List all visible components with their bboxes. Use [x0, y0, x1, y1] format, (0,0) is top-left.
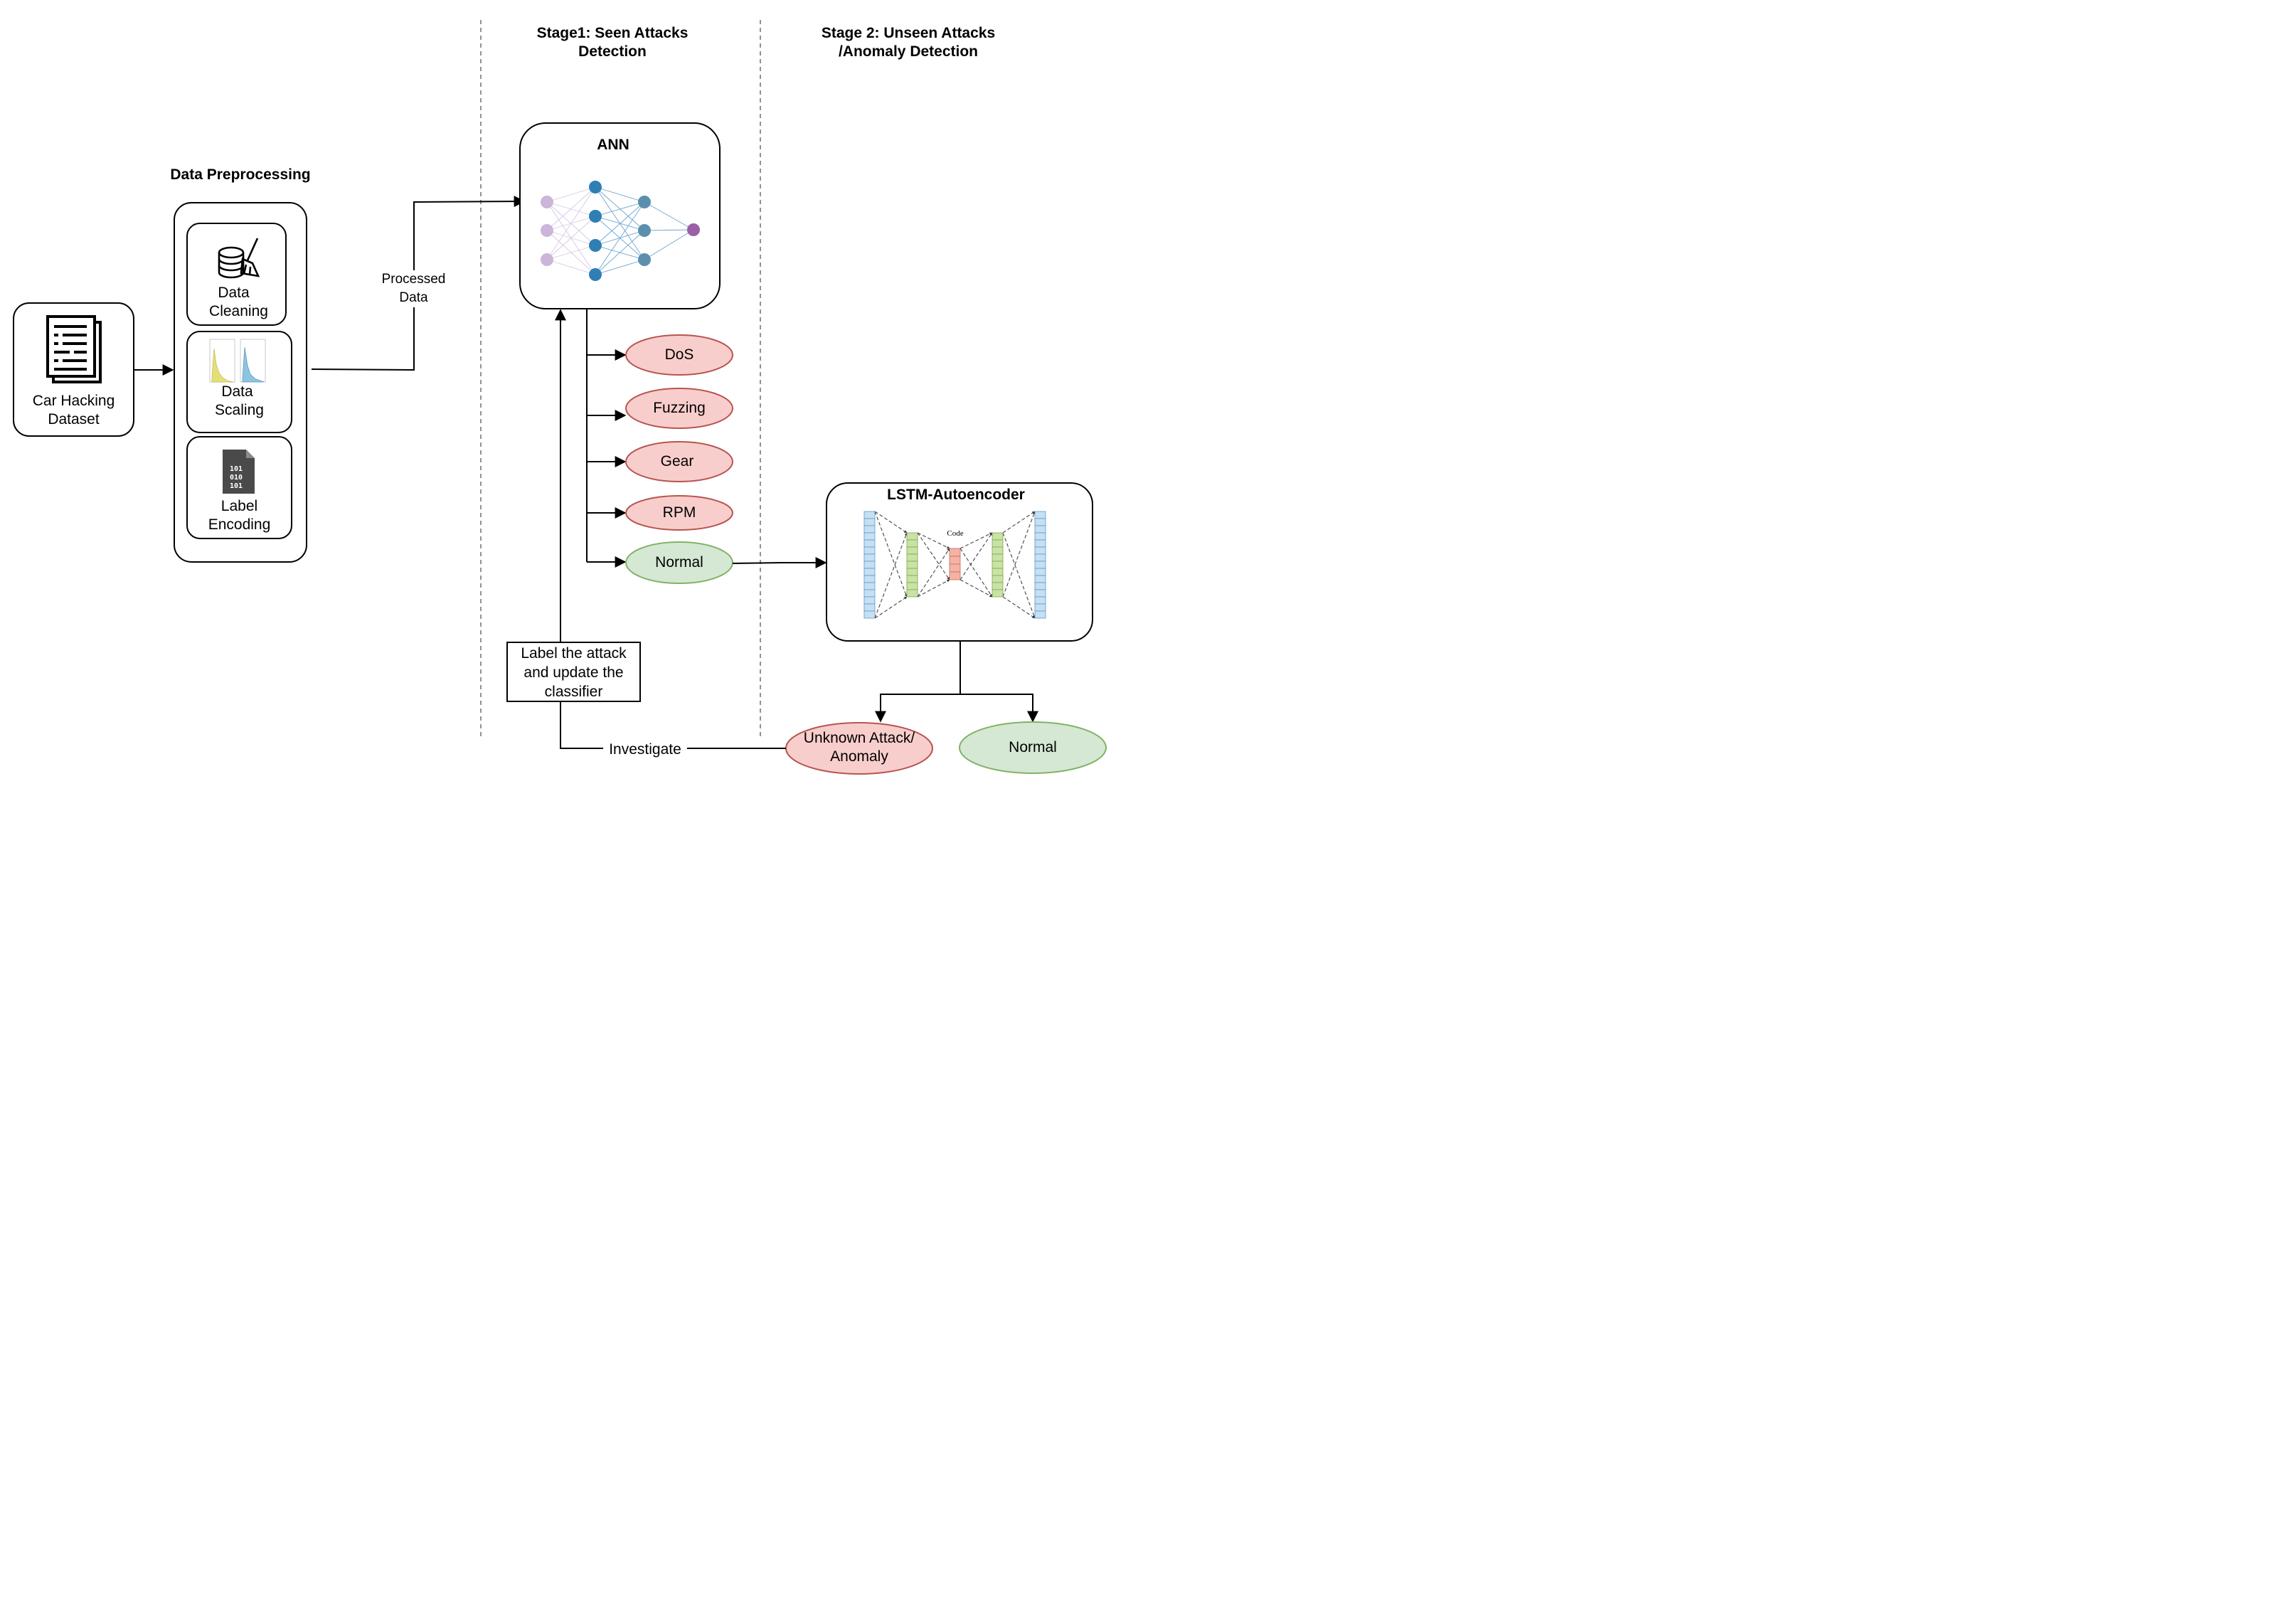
autoencoder-connection [1002, 511, 1036, 534]
ann-neuron [687, 223, 700, 236]
autoencoder-cell [992, 589, 1004, 598]
label-box-line3: classifier [544, 684, 603, 700]
stage2-title-line1: Stage 2: Unseen Attacks [821, 25, 996, 41]
ann-edge [595, 186, 645, 231]
autoencoder-connection [960, 532, 993, 549]
autoencoder-connection [917, 548, 950, 598]
cleaning-label-line2: Cleaning [209, 303, 268, 319]
ann-box [519, 122, 721, 309]
ann-neuron [638, 196, 651, 208]
ann-neuron [589, 239, 602, 252]
autoencoder-connection [874, 511, 908, 534]
rpm-node [625, 495, 733, 531]
processed-label-line1: Processed [381, 272, 446, 287]
encoding-label-line2: Encoding [208, 516, 271, 533]
ann-edge [595, 201, 645, 217]
binary-line-3: 101 [230, 482, 243, 490]
gear-node [625, 441, 733, 482]
ann-neuron [541, 253, 553, 266]
autoencoder-connection [960, 548, 993, 598]
ann-edge [595, 201, 645, 246]
output-normal-label: Normal [1009, 739, 1057, 755]
ann-neuron [589, 210, 602, 223]
database-broom-icon [218, 238, 260, 279]
label-box-line1: Label the attack [521, 645, 627, 662]
autoencoder-cell [1034, 610, 1046, 619]
autoencoder-cell [906, 589, 918, 598]
ann-neuron [541, 224, 553, 237]
dos-node [625, 334, 733, 376]
gear-label: Gear [660, 453, 694, 469]
ann-neuron [541, 196, 553, 208]
ann-edge [546, 259, 596, 275]
autoencoder-graphic [863, 511, 1046, 619]
normal-label: Normal [655, 554, 703, 570]
autoencoder-connection [917, 532, 950, 580]
investigate-label: Investigate [609, 741, 681, 758]
encoding-label-line1: Label [220, 498, 258, 514]
dataset-label-line1: Car Hacking [32, 393, 115, 409]
stage1-title-line1: Stage1: Seen Attacks [536, 25, 689, 41]
ann-edge [644, 229, 694, 260]
autoencoder-connection [874, 596, 908, 619]
stage2-title-line2: /Anomaly Detection [838, 43, 979, 60]
scaling-label-line2: Scaling [215, 402, 264, 418]
processed-label-line2: Data [399, 290, 428, 305]
pipeline-diagram: 101 010 101 Stage1: Seen Attacks Detecti… [0, 0, 1114, 790]
unknown-label-line2: Anomaly [830, 748, 888, 765]
histogram-icon [209, 339, 266, 383]
ann-edge [595, 259, 645, 275]
autoencoder-connection [1002, 532, 1036, 619]
rpm-label: RPM [662, 504, 696, 521]
autoencoder-connection [917, 532, 950, 549]
ann-neuron [638, 224, 651, 237]
ann-edge [595, 186, 645, 203]
ann-edge [546, 216, 596, 260]
document-icon [46, 315, 102, 383]
unknown-label-line1: Unknown Attack/ [803, 730, 915, 746]
ann-edge [546, 186, 596, 203]
autoencoder-connection [874, 511, 908, 598]
autoencoder-connection [960, 579, 993, 598]
fuzzing-node [625, 388, 733, 429]
output-normal-node [959, 721, 1107, 774]
neural-network-graphic [541, 181, 700, 281]
code-label: Code [947, 529, 964, 538]
fuzzing-label: Fuzzing [653, 400, 706, 416]
label-box-line2: and update the [523, 664, 624, 681]
cleaning-card [186, 223, 287, 326]
autoencoder-connection [960, 532, 993, 580]
lstm-title: LSTM-Autoencoder [887, 487, 1025, 503]
binary-line-2: 010 [230, 474, 243, 482]
scaling-label-line1: Data [221, 383, 253, 400]
arrow-to-unknown [875, 694, 960, 723]
autoencoder-connection [917, 579, 950, 598]
autoencoder-connection [1002, 511, 1036, 598]
autoencoder-connection [1002, 596, 1036, 619]
binary-line-1: 101 [230, 465, 243, 473]
cleaning-label-line1: Data [218, 285, 250, 301]
preprocessing-title: Data Preprocessing [170, 166, 311, 183]
ann-neuron [638, 253, 651, 266]
ann-edge [595, 230, 645, 275]
arrow-to-output-normal [960, 694, 1038, 723]
stage1-title-line2: Detection [578, 43, 647, 60]
feedback-line-left [560, 701, 603, 749]
ann-neuron [589, 181, 602, 193]
ann-neuron [589, 268, 602, 281]
dos-label: DoS [664, 346, 694, 363]
autoencoder-connection [874, 532, 908, 619]
dataset-label-line2: Dataset [48, 411, 100, 428]
binary-file-icon: 101 010 101 [223, 450, 255, 494]
ann-edge [546, 245, 596, 260]
ann-edge [546, 186, 596, 231]
ann-edge [546, 186, 596, 260]
ann-title: ANN [597, 137, 629, 153]
autoencoder-cell [949, 571, 961, 580]
ann-edge [595, 201, 645, 275]
autoencoder-cell [863, 610, 876, 619]
label-update-box [506, 642, 641, 702]
ann-edge [644, 201, 694, 230]
